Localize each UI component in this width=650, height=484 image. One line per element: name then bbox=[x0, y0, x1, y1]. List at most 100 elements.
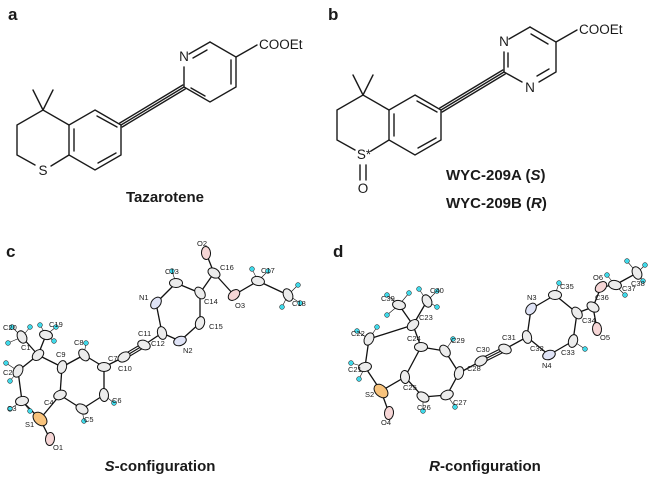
atom-ellipsoid bbox=[39, 329, 53, 341]
hydrogen-atom bbox=[356, 376, 362, 382]
atom-label: C17 bbox=[261, 266, 275, 275]
atom-ellipsoid bbox=[498, 343, 512, 355]
atom-label: C34 bbox=[582, 316, 596, 325]
sulfur-atom-label: S bbox=[38, 163, 47, 178]
panel-b: b N N S* O bbox=[328, 5, 623, 212]
atom-ellipsoid bbox=[414, 342, 428, 352]
atom-label: O1 bbox=[53, 443, 63, 452]
nitrogen-atom-label-bottom: N bbox=[525, 80, 535, 95]
alkyne-triple-bond bbox=[439, 69, 506, 113]
atom-ellipsoid bbox=[12, 364, 24, 378]
hydrogen-atom bbox=[265, 268, 271, 274]
atom-ellipsoid bbox=[631, 266, 643, 280]
panel-label-a: a bbox=[8, 5, 18, 24]
atom-label: S1 bbox=[25, 420, 34, 429]
panel-label-b: b bbox=[328, 5, 338, 24]
atom-ellipsoid bbox=[594, 281, 608, 293]
atom-ellipsoid bbox=[453, 366, 465, 380]
caption-s-configuration: S-configuration bbox=[105, 458, 216, 475]
atom-ellipsoid bbox=[392, 299, 406, 311]
atom-label: N4 bbox=[542, 361, 552, 370]
atom-label: O3 bbox=[235, 301, 245, 310]
atom-ellipsoid bbox=[358, 361, 372, 373]
atom-ellipsoid bbox=[416, 391, 430, 403]
panel-a: a N S COOEt Tazarotene bbox=[8, 5, 303, 206]
hydrogen-atom bbox=[7, 406, 13, 412]
atom-label: C22 bbox=[351, 329, 365, 338]
panel-label-d: d bbox=[333, 242, 343, 261]
atom-ellipsoid bbox=[586, 301, 600, 313]
atom-label: C19 bbox=[49, 320, 63, 329]
atom-label: C27 bbox=[453, 398, 467, 407]
atom-ellipsoid bbox=[117, 351, 131, 363]
atom-label: C9 bbox=[56, 350, 66, 359]
atom-ellipsoid bbox=[406, 319, 420, 331]
atom-ellipsoid bbox=[53, 389, 67, 401]
hydrogen-atom bbox=[452, 404, 458, 410]
hydrogen-atom bbox=[556, 280, 562, 286]
oxygen-atom-label: O bbox=[358, 181, 369, 196]
atom-label: C2 bbox=[3, 368, 13, 377]
hydrogen-atom bbox=[604, 272, 610, 278]
atom-label: C21 bbox=[348, 365, 362, 374]
pyrimidine-ring-drawing bbox=[503, 26, 578, 83]
atom-label: C16 bbox=[220, 263, 234, 272]
atom-label: C7 bbox=[108, 354, 118, 363]
atom-label: C39 bbox=[381, 294, 395, 303]
bond-line bbox=[368, 324, 414, 340]
atom-label: C25 bbox=[403, 383, 417, 392]
hydrogen-atom bbox=[53, 324, 59, 330]
atom-label: C33 bbox=[561, 348, 575, 357]
atom-label: N2 bbox=[183, 346, 193, 355]
atom-label: O6 bbox=[593, 273, 603, 282]
atom-label: N1 bbox=[139, 293, 149, 302]
ester-group-label: COOEt bbox=[259, 37, 303, 52]
atom-label: O2 bbox=[197, 239, 207, 248]
atom-label: C15 bbox=[209, 322, 223, 331]
pyridine-ring-drawing bbox=[183, 41, 258, 103]
hydrogen-atom bbox=[624, 258, 630, 264]
hydrogen-atom bbox=[9, 324, 15, 330]
atom-ellipsoid bbox=[282, 288, 294, 302]
alkyne-triple-bond bbox=[119, 84, 186, 128]
atom-ellipsoid bbox=[169, 277, 183, 289]
atom-label: C4 bbox=[44, 398, 54, 407]
hydrogen-atom bbox=[3, 360, 9, 366]
hydrogen-atom bbox=[27, 408, 33, 414]
atom-ellipsoid bbox=[16, 330, 28, 344]
atom-ellipsoid bbox=[207, 267, 221, 279]
hydrogen-atom bbox=[582, 346, 588, 352]
nitrogen-atom-label-top: N bbox=[499, 34, 509, 49]
atom-ellipsoid bbox=[137, 339, 151, 351]
thiochroman-ring-drawing bbox=[16, 89, 122, 171]
atom-label: C10 bbox=[118, 364, 132, 373]
atom-label: C12 bbox=[151, 339, 165, 348]
hydrogen-atom bbox=[640, 278, 646, 284]
hydrogen-atom bbox=[5, 340, 11, 346]
atom-label: N3 bbox=[527, 293, 537, 302]
hydrogen-atom bbox=[249, 266, 255, 272]
atom-label: C24 bbox=[407, 334, 421, 343]
hydrogen-atom bbox=[642, 262, 648, 268]
hydrogen-atom bbox=[420, 408, 426, 414]
hydrogen-atom bbox=[374, 324, 380, 330]
hydrogen-atom bbox=[295, 282, 301, 288]
atom-label: C40 bbox=[430, 286, 444, 295]
atom-label: C36 bbox=[595, 293, 609, 302]
atom-ellipsoid bbox=[548, 289, 562, 301]
atom-ellipsoid bbox=[591, 322, 603, 336]
atom-label: C31 bbox=[502, 333, 516, 342]
molecule-name-tazarotene: Tazarotene bbox=[126, 189, 204, 206]
atom-label: C18 bbox=[292, 299, 306, 308]
atom-ellipsoid bbox=[571, 306, 583, 320]
atom-ellipsoid bbox=[32, 411, 48, 427]
atom-ellipsoid bbox=[542, 349, 556, 361]
panel-c: c C7C8C9C4C5C6C1C19C20C2C3S1O1C10C11C12N… bbox=[3, 239, 306, 475]
atom-ellipsoid bbox=[399, 370, 411, 384]
atom-ellipsoid bbox=[363, 332, 375, 346]
hydrogen-atom bbox=[169, 268, 175, 274]
atom-ellipsoid bbox=[173, 335, 187, 347]
